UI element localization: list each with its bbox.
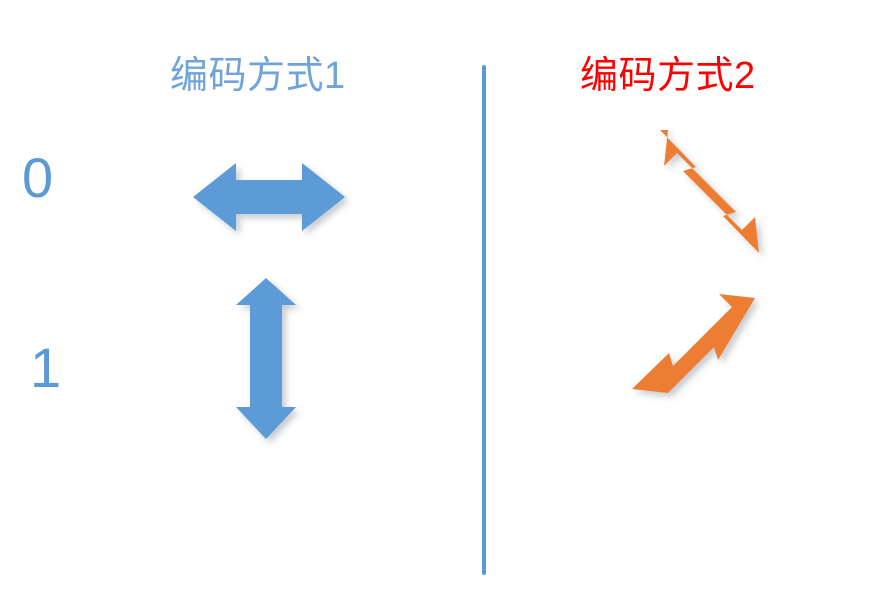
arrow-blue-vertical bbox=[228, 273, 318, 448]
panel-title-left: 编码方式1 bbox=[170, 55, 346, 97]
bit-label-one: 1 bbox=[30, 336, 62, 399]
panel-divider bbox=[482, 65, 486, 575]
arrow-orange-diagonal-slash bbox=[612, 285, 777, 445]
arrow-blue-horizontal-shape bbox=[193, 163, 345, 231]
arrow-blue-vertical-shape bbox=[236, 278, 296, 439]
arrow-blue-horizontal bbox=[188, 155, 358, 245]
arrow-orange-slash-shape bbox=[632, 294, 755, 406]
panel-title-right: 编码方式2 bbox=[580, 55, 756, 97]
arrow-orange-diagonal-backslash bbox=[612, 120, 777, 280]
arrow-orange-backslash-shape bbox=[660, 130, 759, 253]
bit-label-zero: 0 bbox=[22, 146, 54, 209]
